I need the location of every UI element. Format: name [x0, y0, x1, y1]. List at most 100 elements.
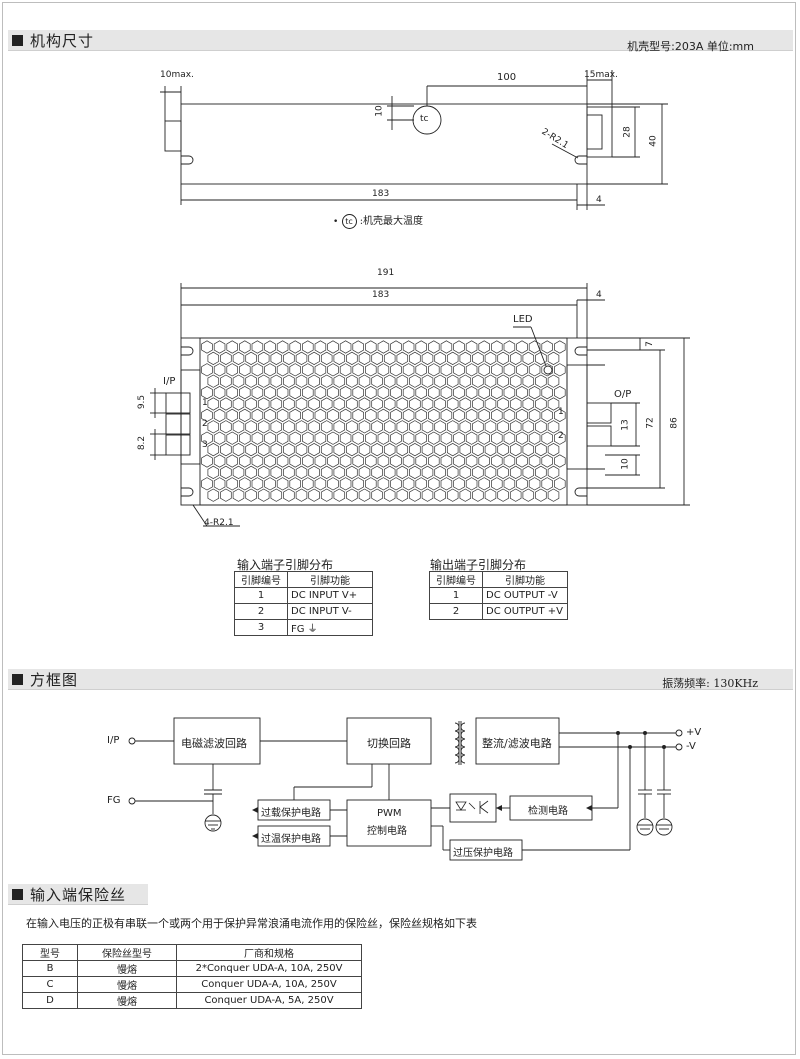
vent-hole: [491, 363, 503, 377]
vent-hole: [516, 340, 528, 354]
vent-hole: [339, 477, 352, 491]
vent-hole: [522, 374, 535, 388]
vent-hole: [314, 363, 327, 377]
vent-hole: [245, 397, 257, 411]
vent-hole: [239, 477, 251, 491]
vent-hole: [465, 385, 478, 400]
vent-hole: [383, 397, 396, 411]
section-title: 输入端保险丝: [30, 885, 127, 904]
table-cell: FG ⏚: [287, 619, 373, 636]
vent-hole: [320, 488, 333, 502]
vent-hole: [213, 431, 226, 445]
section-header-mechanical: 机构尺寸: [8, 30, 793, 51]
case-info: 机壳型号:203A 单位:mm: [627, 40, 754, 53]
vent-hole: [377, 363, 390, 377]
vent-hole: [232, 351, 245, 366]
vent-hole: [484, 442, 497, 457]
vent-hole: [314, 340, 327, 354]
vent-hole: [409, 465, 421, 480]
vent-hole: [522, 397, 535, 411]
section-header-block: 方框图: [8, 669, 793, 690]
vent-hole: [346, 397, 358, 411]
vent-hole: [409, 351, 421, 366]
vent-hole: [541, 408, 553, 423]
input-pin-table: 引脚编号 引脚功能 1 DC INPUT V+ 2 DC INPUT V- 3 …: [234, 571, 373, 636]
vent-hole: [308, 420, 320, 434]
vent-hole: [327, 363, 339, 377]
in-pin-1: 1: [202, 398, 208, 408]
vent-hole: [339, 454, 352, 468]
vent-hole: [201, 340, 213, 354]
vent-hole: [421, 488, 434, 502]
vent-hole: [528, 385, 541, 400]
vent-hole: [409, 420, 421, 434]
vent-hole: [554, 431, 566, 445]
ground-icon-1: [204, 814, 222, 832]
vent-hole: [503, 340, 516, 354]
vent-hole: [396, 374, 409, 388]
vent-hole: [251, 408, 264, 423]
vent-hole: [295, 397, 308, 411]
vent-hole: [396, 442, 409, 457]
vent-hole: [308, 374, 320, 388]
vent-hole: [465, 431, 478, 445]
vent-hole: [535, 465, 547, 480]
vent-hole: [383, 465, 396, 480]
vent-hole: [333, 351, 346, 366]
vent-hole: [251, 385, 264, 400]
vent-hole: [358, 420, 371, 434]
vent-hole: [327, 477, 339, 491]
vent-hole: [276, 454, 289, 468]
vent-hole: [478, 385, 490, 400]
vent-hole: [339, 340, 352, 354]
vent-hole: [491, 408, 503, 423]
tc-text: tc: [420, 114, 429, 124]
vent-hole: [547, 397, 560, 411]
vent-hole: [440, 408, 453, 423]
vent-hole: [239, 408, 251, 423]
vent-hole: [446, 351, 459, 366]
output-pin-title: 输出端子引脚分布: [430, 558, 527, 572]
vent-hole: [434, 351, 446, 366]
vent-hole: [421, 397, 434, 411]
vent-hole: [497, 442, 509, 457]
vent-hole: [289, 431, 301, 445]
vent-hole: [459, 488, 472, 502]
vent-hole: [528, 363, 541, 377]
vent-hole: [226, 408, 238, 423]
vent-hole: [264, 363, 276, 377]
vent-hole: [270, 488, 283, 502]
vent-hole: [314, 477, 327, 491]
vent-hole: [220, 374, 232, 388]
vent-hole: [352, 363, 364, 377]
vent-hole: [220, 397, 232, 411]
vent-hole: [459, 374, 472, 388]
vent-hole: [333, 465, 346, 480]
vent-hole: [314, 431, 327, 445]
vent-hole: [497, 351, 509, 366]
tc-legend-icon: tc: [341, 214, 357, 229]
vent-hole: [302, 385, 314, 400]
vent-hole: [371, 442, 383, 457]
table-cell: DC OUTPUT +V: [482, 603, 568, 620]
vent-hole: [245, 442, 257, 457]
vent-hole: [251, 454, 264, 468]
vent-hole: [453, 454, 465, 468]
bd-fg-label: FG: [107, 795, 121, 806]
vent-hole: [377, 477, 390, 491]
vent-hole: [207, 488, 220, 502]
vent-hole: [333, 420, 346, 434]
vent-hole: [516, 363, 528, 377]
vent-hole: [415, 431, 427, 445]
vent-hole: [207, 465, 220, 480]
vent-hole: [383, 488, 396, 502]
vent-hole: [207, 397, 220, 411]
vent-hole: [302, 431, 314, 445]
vent-hole: [516, 408, 528, 423]
vent-hole: [415, 408, 427, 423]
detect-label: 检测电路: [528, 806, 568, 817]
vent-hole: [365, 454, 377, 468]
vent-hole: [428, 340, 440, 354]
vent-hole: [522, 465, 535, 480]
